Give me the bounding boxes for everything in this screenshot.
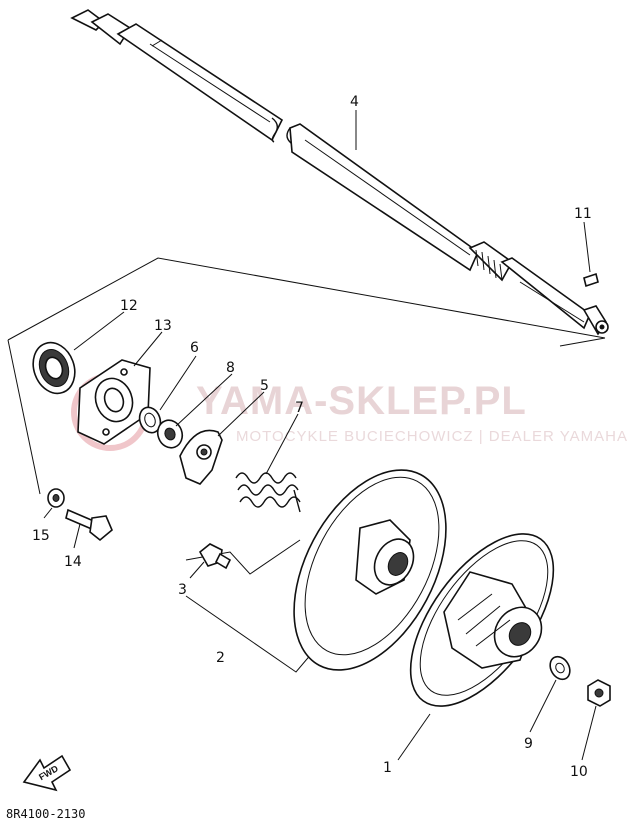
callout-2: 2 bbox=[216, 650, 225, 666]
spacer bbox=[156, 419, 184, 449]
spring bbox=[235, 472, 301, 513]
holder-plate bbox=[77, 359, 151, 445]
callout-6: 6 bbox=[190, 340, 199, 356]
drive-shaft bbox=[70, 9, 609, 336]
callout-10: 10 bbox=[570, 764, 588, 780]
callout-11: 11 bbox=[574, 206, 592, 222]
diagram-code: 8R4100-2130 bbox=[6, 807, 85, 821]
nut bbox=[587, 679, 611, 707]
watermark: YAMA-SKLEP.PL MOTOCYKLE BUCIECHOWICZ | D… bbox=[71, 373, 628, 451]
callout-4: 4 bbox=[350, 94, 359, 110]
callout-8: 8 bbox=[226, 360, 235, 376]
leader-lines bbox=[43, 110, 597, 761]
callout-14: 14 bbox=[64, 554, 82, 570]
callout-labels: 1 2 3 4 5 6 7 8 9 10 11 12 13 14 15 bbox=[32, 94, 592, 780]
bolt bbox=[65, 508, 113, 542]
bearing bbox=[32, 341, 76, 395]
forward-arrow-icon: FWD bbox=[22, 754, 72, 792]
bolt-small bbox=[198, 543, 232, 570]
callout-15: 15 bbox=[32, 528, 50, 544]
key-part bbox=[583, 272, 599, 288]
watermark-subtitle: MOTOCYKLE BUCIECHOWICZ | DEALER YAMAHA bbox=[236, 428, 628, 445]
callout-1: 1 bbox=[383, 760, 392, 776]
callout-3: 3 bbox=[178, 582, 187, 598]
fixed-sheave bbox=[293, 469, 447, 671]
washer bbox=[549, 655, 571, 681]
watermark-title: YAMA-SKLEP.PL bbox=[196, 379, 527, 423]
callout-7: 7 bbox=[295, 400, 304, 416]
assembly-bracket bbox=[7, 257, 606, 495]
callout-5: 5 bbox=[260, 378, 269, 394]
callout-12: 12 bbox=[120, 298, 138, 314]
cam bbox=[179, 429, 223, 485]
sliding-sheave bbox=[409, 533, 555, 707]
callout-9: 9 bbox=[524, 736, 533, 752]
washer-small bbox=[47, 488, 65, 508]
callout-13: 13 bbox=[154, 318, 172, 334]
collar-ring bbox=[138, 406, 162, 434]
